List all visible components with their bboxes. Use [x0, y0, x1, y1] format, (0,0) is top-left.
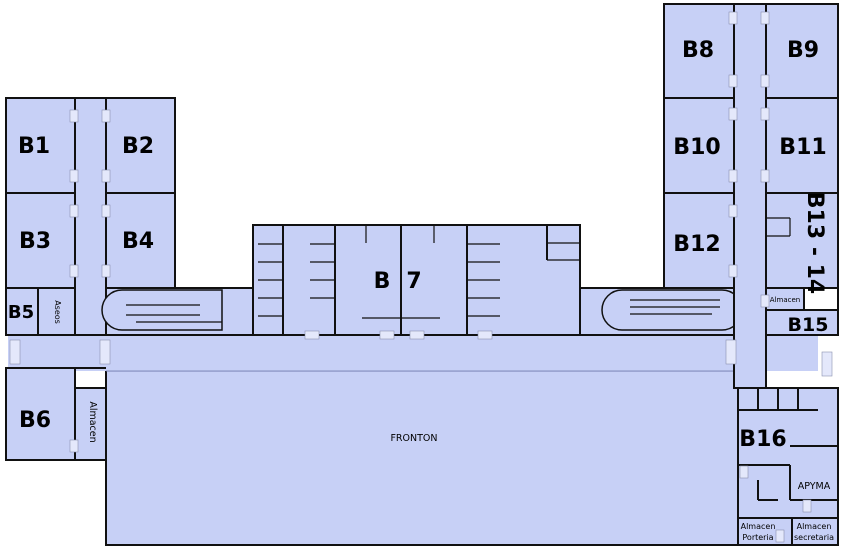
right-stairs: [601, 289, 743, 331]
label-aseos: Aseos: [53, 300, 62, 324]
label-b9: B9: [787, 38, 819, 63]
label-b3: B3: [19, 229, 51, 254]
label-b6: B6: [19, 408, 51, 433]
label-almacen-secretaria-2: secretaria: [794, 533, 834, 542]
label-b12: B12: [673, 232, 720, 257]
room-b15[interactable]: [765, 309, 839, 336]
left-stairs: [101, 289, 223, 331]
label-b10: B10: [673, 135, 720, 160]
room-b8[interactable]: [663, 3, 735, 99]
label-b13-14: B13 - 14: [802, 192, 827, 294]
room-b11[interactable]: [765, 97, 839, 194]
label-b5: B5: [8, 302, 34, 323]
right-corridor[interactable]: [733, 3, 767, 389]
room-b12[interactable]: [663, 192, 735, 289]
label-b7-left: B: [374, 269, 391, 294]
label-fronton: FRONTON: [390, 433, 437, 444]
label-almacen-left: Almacen: [87, 401, 98, 442]
label-almacen-porteria-1: Almacen: [741, 522, 776, 531]
label-almacen-right: Almacen: [770, 296, 800, 304]
label-b8: B8: [682, 38, 714, 63]
room-b4[interactable]: [105, 192, 176, 289]
left-corridor-top[interactable]: [74, 97, 107, 336]
room-b5[interactable]: [5, 287, 39, 336]
room-b7[interactable]: [252, 224, 581, 336]
room-b6[interactable]: [5, 367, 76, 461]
door-markers: [9, 11, 833, 543]
room-b2[interactable]: [105, 97, 176, 194]
label-b2: B2: [122, 134, 154, 159]
label-b11: B11: [779, 135, 826, 160]
room-b10[interactable]: [663, 97, 735, 194]
label-b1: B1: [18, 134, 50, 159]
almacen-left-room[interactable]: [74, 387, 107, 461]
main-corridor[interactable]: [8, 335, 818, 371]
label-b16: B16: [739, 427, 786, 452]
label-apyma: APYMA: [798, 481, 831, 492]
aseos-room[interactable]: [37, 287, 76, 336]
label-almacen-porteria-2: Porteria: [742, 533, 773, 542]
label-b4: B4: [122, 229, 154, 254]
room-b13-14[interactable]: [765, 192, 839, 289]
label-b7-right: 7: [406, 269, 421, 294]
label-b15: B15: [788, 314, 829, 336]
room-b9[interactable]: [765, 3, 839, 99]
label-almacen-secretaria-1: Almacen: [797, 522, 832, 531]
